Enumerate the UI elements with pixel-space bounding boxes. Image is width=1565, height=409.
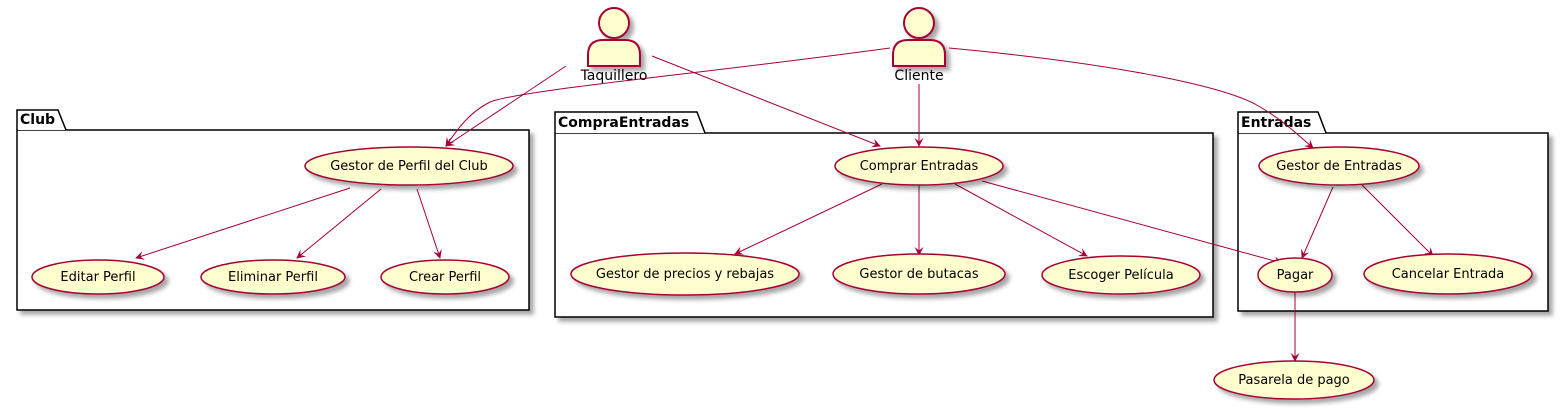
edge-gestor-entradas-cancelar: [1361, 184, 1434, 257]
usecase-eliminar-perfil[interactable]: Eliminar Perfil: [200, 259, 346, 295]
actor-cliente-label: Cliente: [894, 68, 943, 84]
usecase-gestor-butacas[interactable]: Gestor de butacas: [832, 253, 1006, 295]
actor-taquillero[interactable]: Taquillero: [580, 7, 648, 84]
usecase-escoger-pelicula[interactable]: Escoger Película: [1041, 255, 1201, 295]
package-entradas-title: Entradas: [1241, 115, 1311, 131]
usecase-editar-perfil[interactable]: Editar Perfil: [31, 259, 165, 295]
edge-taquillero-comprar: [651, 55, 881, 148]
usecase-label: Gestor de precios y rebajas: [596, 267, 774, 282]
usecase-label: Pagar: [1277, 268, 1314, 283]
actor-taquillero-label: Taquillero: [580, 68, 648, 84]
edge-taquillero-gestor-perfil: [445, 65, 567, 147]
edge-comprar-pagar: [981, 180, 1283, 266]
usecase-label: Eliminar Perfil: [228, 270, 318, 285]
usecase-label: Crear Perfil: [409, 270, 481, 285]
usecase-label: Editar Perfil: [60, 270, 135, 285]
actor-cliente[interactable]: Cliente: [892, 7, 946, 84]
usecase-pasarela-pago[interactable]: Pasarela de pago: [1213, 360, 1375, 400]
usecase-label: Gestor de Entradas: [1276, 159, 1402, 174]
usecase-comprar-entradas[interactable]: Comprar Entradas: [834, 146, 1004, 186]
usecase-label: Escoger Película: [1068, 268, 1173, 283]
package-club-title: Club: [20, 112, 55, 128]
usecase-gestor-precios[interactable]: Gestor de precios y rebajas: [570, 252, 800, 296]
edge-comprar-escoger: [954, 183, 1088, 257]
actor-head-icon: [598, 7, 630, 39]
edge-gestor-entradas-pagar: [1301, 186, 1334, 259]
usecase-crear-perfil[interactable]: Crear Perfil: [380, 259, 510, 295]
usecase-gestor-entradas[interactable]: Gestor de Entradas: [1258, 146, 1420, 186]
actor-head-icon: [903, 7, 935, 39]
edge-gestor-perfil-crear: [416, 188, 442, 259]
usecase-label: Gestor de Perfil del Club: [330, 159, 488, 174]
edge-gestor-perfil-eliminar: [296, 188, 382, 259]
usecase-gestor-perfil[interactable]: Gestor de Perfil del Club: [304, 146, 514, 186]
usecase-label: Comprar Entradas: [860, 159, 979, 174]
edge-cliente-gestor-entradas: [948, 47, 1314, 149]
usecase-label: Cancelar Entrada: [1392, 267, 1505, 282]
usecase-label: Gestor de butacas: [859, 267, 978, 282]
edge-comprar-precios: [734, 183, 883, 255]
edge-gestor-perfil-editar: [135, 187, 351, 260]
usecase-cancelar-entrada[interactable]: Cancelar Entrada: [1363, 253, 1533, 295]
actor-body-icon: [892, 39, 946, 67]
relations: [135, 47, 1434, 362]
package-compra-entradas-title: CompraEntradas: [558, 115, 689, 131]
edge-cliente-gestor-perfil: [445, 47, 891, 147]
usecase-pagar[interactable]: Pagar: [1257, 257, 1333, 293]
actor-body-icon: [587, 39, 641, 67]
usecase-label: Pasarela de pago: [1238, 373, 1350, 388]
